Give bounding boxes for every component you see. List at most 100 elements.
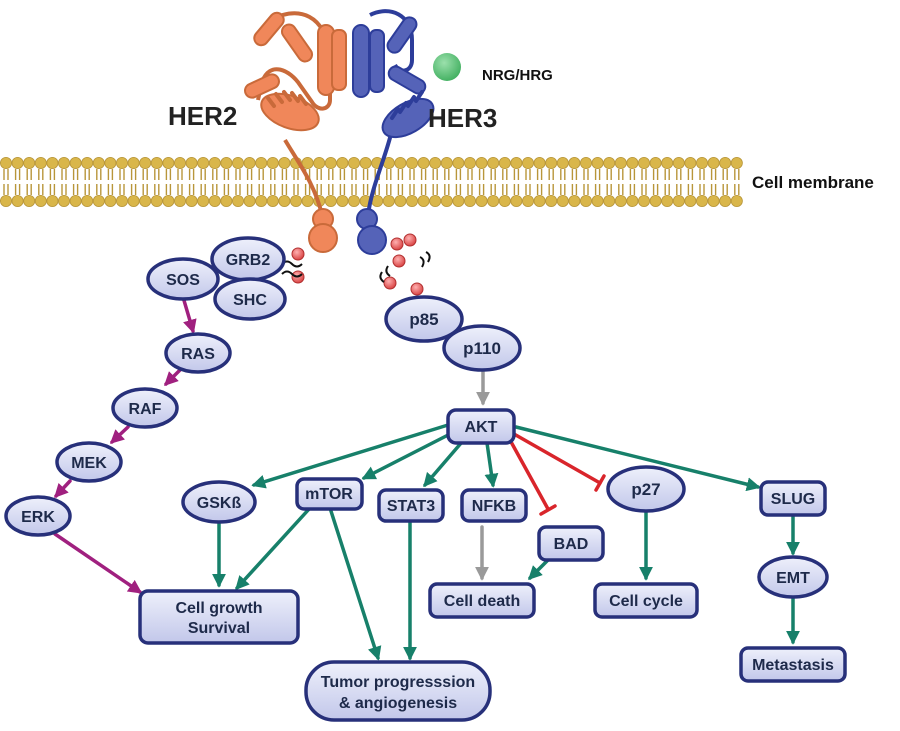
lipid-head <box>672 156 685 169</box>
lipid-head <box>127 194 140 207</box>
lipid-head <box>266 194 279 207</box>
node-tumor-label-1: Tumor progresssion <box>321 674 475 691</box>
lipid-head <box>429 194 442 207</box>
her2-label: HER2 <box>168 101 237 131</box>
lipid-head <box>626 194 639 207</box>
node-grb2-label: GRB2 <box>226 252 271 269</box>
lipid-head <box>730 156 743 169</box>
lipid-head <box>243 156 256 169</box>
lipid-head <box>684 194 697 207</box>
node-p85: p85 <box>384 295 464 343</box>
node-grb2: GRB2 <box>210 236 286 282</box>
lipid-head <box>417 156 430 169</box>
ligand-label: NRG/HRG <box>482 67 553 84</box>
lipid-head <box>289 194 302 207</box>
node-mtor-label: mTOR <box>305 486 353 503</box>
arrow-raf-mek <box>109 425 130 444</box>
node-erk-label: ERK <box>21 509 55 526</box>
lipid-head <box>638 156 651 169</box>
arrow-akt-stat3 <box>423 440 464 488</box>
lipid-head <box>278 156 291 169</box>
node-akt-label: AKT <box>465 419 498 436</box>
lipid-head <box>336 156 349 169</box>
node-sos-label: SOS <box>166 272 200 289</box>
arrow-mtor-tumor <box>328 506 382 661</box>
lipid-head <box>603 156 616 169</box>
lipid-head <box>522 156 535 169</box>
lipid-head <box>150 156 163 169</box>
lipid-head <box>255 156 268 169</box>
lipid-head <box>173 194 186 207</box>
lipid-head <box>580 156 593 169</box>
lipid-head <box>266 156 279 169</box>
node-p85-label: p85 <box>409 310 438 329</box>
lipid-head <box>347 194 360 207</box>
lipid-head <box>185 194 198 207</box>
node-gsk-label: GSKß <box>197 495 242 512</box>
lipid-head <box>463 194 476 207</box>
node-mek: MEK <box>55 441 123 483</box>
arrow-mek-erk <box>54 479 72 499</box>
node-tumor-label-2: & angiogenesis <box>339 695 457 712</box>
lipid-head <box>498 194 511 207</box>
lipid-head <box>313 156 326 169</box>
lipid-head <box>382 194 395 207</box>
lipid-head <box>208 156 221 169</box>
lipid-head <box>208 194 221 207</box>
lipid-head <box>69 156 82 169</box>
arrow-akt-slug <box>514 425 761 492</box>
node-slug: SLUG <box>759 480 827 517</box>
lipid-head <box>69 194 82 207</box>
lipid-head <box>23 194 36 207</box>
lipid-head <box>347 156 360 169</box>
lipid-head <box>440 156 453 169</box>
node-raf-label: RAF <box>129 401 162 418</box>
lipid-head <box>475 156 488 169</box>
lipid-head <box>23 156 36 169</box>
lipid-head <box>92 156 105 169</box>
lipid-head <box>243 194 256 207</box>
lipid-head <box>707 156 720 169</box>
lipid-head <box>661 194 674 207</box>
lipid-head <box>545 194 558 207</box>
node-ras: RAS <box>164 332 232 374</box>
lipid-head <box>81 156 94 169</box>
lipid-head <box>34 156 47 169</box>
node-cell-death-label: Cell death <box>444 593 520 610</box>
node-slug-label: SLUG <box>771 491 815 508</box>
lipid-head <box>336 194 349 207</box>
node-nfkb-label: NFKB <box>472 498 516 515</box>
inhibit-akt-p27 <box>512 432 602 485</box>
node-mtor: mTOR <box>295 477 364 511</box>
lipid-head <box>150 194 163 207</box>
node-emt-label: EMT <box>776 570 810 587</box>
lipid-head <box>0 156 12 169</box>
node-ras-label: RAS <box>181 346 215 363</box>
lipid-head <box>58 194 71 207</box>
lipid-head <box>510 156 523 169</box>
arrow-ras-raf <box>164 368 182 386</box>
lipid-head <box>522 194 535 207</box>
node-erk: ERK <box>4 495 72 537</box>
lipid-head <box>568 156 581 169</box>
lipid-head <box>614 156 627 169</box>
node-p110-label: p110 <box>463 339 501 358</box>
lipid-head <box>405 156 418 169</box>
lipid-head <box>556 194 569 207</box>
node-p27-label: p27 <box>631 480 660 499</box>
lipid-head <box>301 194 314 207</box>
lipid-head <box>568 194 581 207</box>
node-cell-growth-label-1: Cell growth <box>175 600 262 617</box>
lipid-head <box>394 156 407 169</box>
node-stat3-label: STAT3 <box>387 498 435 515</box>
node-bad-label: BAD <box>554 536 589 553</box>
lipid-head <box>545 156 558 169</box>
lipid-head <box>638 194 651 207</box>
lipid-head <box>104 156 117 169</box>
lipid-head <box>162 194 175 207</box>
node-sos: SOS <box>146 257 220 301</box>
node-cell-growth-label-2: Survival <box>188 620 250 637</box>
lipid-head <box>510 194 523 207</box>
arrow-erk-cellgrowth <box>53 532 143 594</box>
lipid-head <box>475 194 488 207</box>
